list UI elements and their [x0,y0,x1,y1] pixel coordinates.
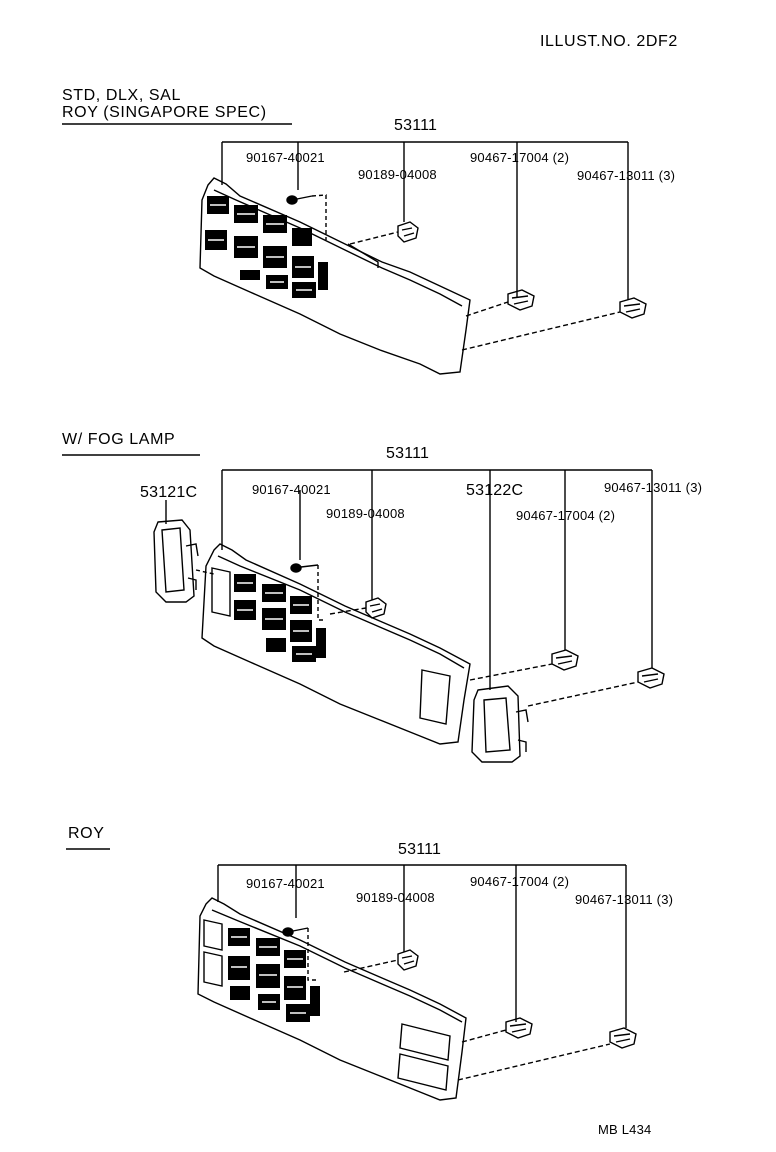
section-2-drawing [153,469,665,763]
assembly-part-number: 53111 [398,841,442,858]
part-number: 90467-17004 (2) [470,874,570,889]
screw-90167-40021 [290,563,326,621]
part-number: 53121C [140,484,198,501]
clip-90189-04008 [397,221,419,243]
clip-90467-17004 [507,289,535,311]
part-number: 90467-13011 (3) [577,168,676,183]
section-3-drawing [197,864,637,1101]
part-number: 90189-04008 [326,506,405,521]
section-title: STD, DLX, SAL [62,87,181,104]
grille-53111 [201,543,471,745]
grille-53111 [199,177,471,375]
leader-bracket [221,141,629,300]
part-number: 90467-13011 (3) [604,480,703,495]
part-number: 90467-17004 (2) [470,150,570,165]
fog-bracket-53121c [153,519,215,603]
clip-90467-13011 [619,297,647,319]
clip-90467-17004 [505,1017,533,1039]
diagram-code: MB L434 [598,1122,652,1137]
part-number: 90467-17004 (2) [516,508,616,523]
part-number: 90189-04008 [358,167,437,182]
part-number: 90167-40021 [246,876,325,891]
leader-bracket [165,469,653,690]
section-title: W/ FOG LAMP [62,431,176,448]
clip-90467-17004 [551,649,579,671]
part-number: 90167-40021 [246,150,325,165]
part-number: 90167-40021 [252,482,331,497]
part-number: 53122C [466,482,524,499]
section-title: ROY (SINGAPORE SPEC) [62,104,267,121]
illustration-number: ILLUST.NO. 2DF2 [540,33,678,50]
section-title: ROY [68,825,105,842]
screw-90167-40021 [282,927,316,981]
clip-90467-13011 [637,667,665,689]
leader-bracket [217,864,627,1028]
part-number: 90189-04008 [356,890,435,905]
assembly-part-number: 53111 [386,445,430,462]
section-1-drawing [199,141,647,375]
clip-90467-13011 [609,1027,637,1049]
grille-53111 [197,897,467,1101]
clip-90189-04008 [365,597,387,619]
fog-bracket-53122c [471,685,529,763]
clip-90189-04008 [397,949,419,971]
part-number: 90467-13011 (3) [575,892,674,907]
assembly-part-number: 53111 [394,117,438,134]
screw-90167-40021 [286,194,327,240]
